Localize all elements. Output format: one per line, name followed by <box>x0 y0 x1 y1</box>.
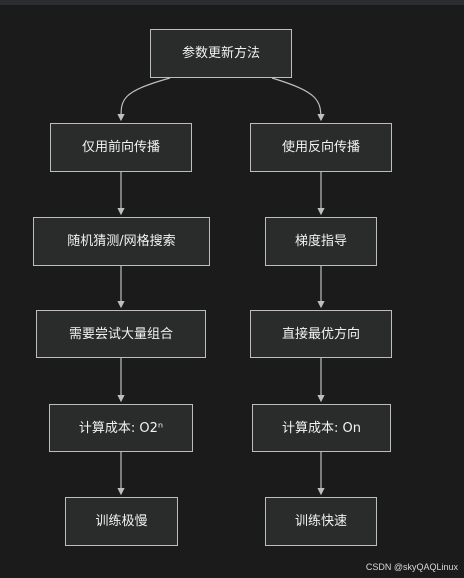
right-node-direct-optimal-direction: 直接最优方向 <box>250 310 392 358</box>
left-node-many-combinations: 需要尝试大量组合 <box>36 310 206 358</box>
right-node-training-fast: 训练快速 <box>265 497 377 546</box>
right-node-1-label: 使用反向传播 <box>281 140 360 155</box>
edge-root-to-right <box>271 77 325 122</box>
csdn-watermark: CSDN @skyQAQLinux <box>365 562 458 572</box>
left-node-2-label: 随机猜测/网格搜索 <box>67 234 176 249</box>
left-node-3-label: 需要尝试大量组合 <box>68 326 173 342</box>
root-node-label: 参数更新方法 <box>181 46 260 61</box>
right-node-cost-linear: 计算成本: On <box>252 404 391 452</box>
left-node-1-label: 仅用前向传播 <box>81 140 160 155</box>
right-node-uses-backprop: 使用反向传播 <box>250 123 392 172</box>
right-node-3-label: 直接最优方向 <box>281 326 360 342</box>
right-node-5-label: 训练快速 <box>294 514 347 529</box>
left-node-4-label: 计算成本: O2ⁿ <box>78 420 164 436</box>
root-node-parameter-update-methods: 参数更新方法 <box>150 29 292 78</box>
left-node-training-very-slow: 训练极慢 <box>65 497 178 546</box>
right-node-gradient-guidance: 梯度指导 <box>265 217 377 266</box>
right-node-4-label: 计算成本: On <box>282 420 361 436</box>
top-border-strip <box>0 0 464 5</box>
left-node-5-label: 训练极慢 <box>95 514 148 529</box>
edge-root-to-left <box>117 77 171 122</box>
left-node-forward-only: 仅用前向传播 <box>50 123 192 172</box>
left-node-random-grid-search: 随机猜测/网格搜索 <box>33 217 210 266</box>
right-node-2-label: 梯度指导 <box>294 234 347 249</box>
left-node-cost-exponential: 计算成本: O2ⁿ <box>49 404 193 452</box>
